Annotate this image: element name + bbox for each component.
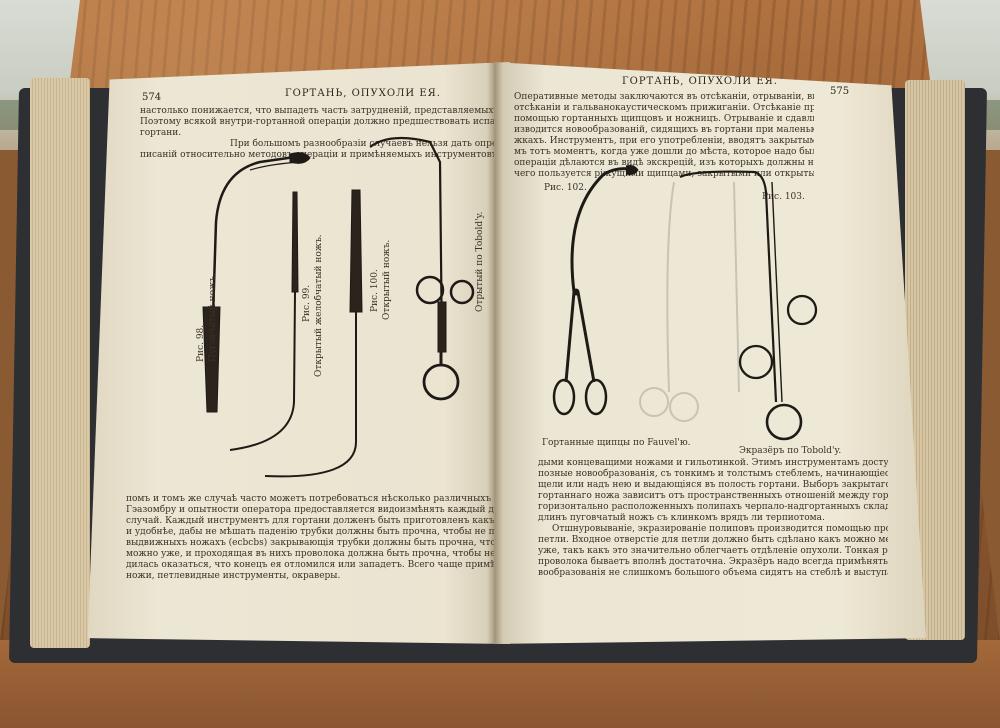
page-number: 574 — [142, 92, 162, 103]
left-page-stack — [30, 78, 90, 648]
text-line: и удобнѣе, дабы не мѣшать паденію трубки… — [126, 527, 506, 537]
text-line: проволока бываетъ вполнѣ достаточна. Экр… — [538, 557, 888, 567]
text-line: Отшнуровываніе, экразированіе полиповъ п… — [552, 524, 888, 534]
text-line: дыми концеващими ножами и гильотинкой. Э… — [538, 458, 888, 468]
figure-number: Рис. 100. — [370, 269, 380, 312]
text-line: помощью гортанныхъ щипцовъ и ножницъ. От… — [514, 114, 814, 124]
text-line: гортани. — [140, 128, 182, 138]
text-line: ножи, петлевидные инструменты, окраверы. — [126, 571, 341, 581]
text-line: гортаннаго ножа зависитъ отъ пространств… — [538, 491, 888, 501]
text-line: дилась оказаться, что конецъ ея отломилс… — [126, 560, 506, 570]
text-line: щели или надъ нею и выдающіяся въ полост… — [538, 480, 888, 490]
text-line: операціи дѣлаются въ видѣ экскрецій, изъ… — [514, 158, 814, 168]
figure-label: Открытый ножъ. — [382, 239, 392, 320]
page-number: 575 — [830, 86, 850, 97]
left-page: 574 ГОРТАНЬ, ОПУХОЛИ ЕЯ. настолько пониж… — [87, 62, 510, 644]
text-line: выдвижныхъ ножахъ (ecbcbs) закрывающія т… — [126, 538, 506, 548]
probe-knife-illustration — [202, 152, 311, 413]
text-block: дыми концеващими ножами и гильотинкой. Э… — [538, 458, 888, 579]
text-line: вообразованія не слишкомъ большого объем… — [538, 568, 888, 578]
text-line: При большомъ разнообразіи случаевъ нельз… — [230, 139, 500, 149]
text-line: чего пользуется ріжущими щипцами, закрыт… — [514, 169, 814, 179]
tobold-knife-illustration — [369, 136, 475, 401]
figure-caption: Гортанные щипцы по Fauvel'ю. — [542, 438, 691, 448]
text-line: горизонтально расположенныхъ полипахъ че… — [538, 502, 888, 512]
text-line: жкахъ. Инструментъ, при его употребленіи… — [514, 136, 814, 146]
text-line: писаній относительно методовъ операціи и… — [140, 150, 500, 160]
text-line: изводится новообразованій, сидящихъ въ г… — [514, 125, 814, 135]
figure-number: Рис. 99. — [302, 284, 312, 322]
text-block: помъ и томъ же случаѣ часто можетъ потре… — [126, 494, 506, 582]
text-line: петли. Входное отверстіе для петли должн… — [538, 535, 888, 545]
show-through-ghost-image — [639, 181, 740, 422]
text-line: Оперативные методы заключаются въ отсѣка… — [514, 92, 814, 102]
text-line: можно уже, и проходящая въ нихъ проволок… — [126, 549, 496, 559]
text-line: уже, такъ какъ это значительно облегчает… — [538, 546, 888, 556]
text-line: Поэтому всякой внутри-гортанной операціи… — [140, 117, 500, 127]
figure-number: Рис. 98. — [196, 324, 206, 362]
instrument-illustrations — [202, 136, 475, 478]
book-spine-gutter — [487, 62, 503, 644]
text-block: настолько понижается, что выпадеть часть… — [140, 106, 500, 161]
running-head: ГОРТАНЬ, ОПУХОЛИ ЕЯ. — [622, 76, 778, 87]
figure-label: Открытый желобчатый ножъ. — [314, 234, 324, 377]
figure-caption: Экразёръ по Tobold'y. — [739, 446, 842, 456]
text-line: Гэазомбру и опытности оператора предоста… — [126, 505, 506, 515]
text-line: настолько понижается, что выпадеть часть… — [140, 106, 500, 116]
open-knife-illustration — [264, 189, 363, 478]
text-line: мъ тотъ моментъ, когда уже дошли до мѣст… — [514, 147, 814, 157]
text-line: длинъ пуговчатый ножъ съ клинкомъ врядъ … — [538, 513, 825, 523]
fauvel-forceps-illustration — [552, 165, 639, 416]
figure-number: Рис. 102. — [544, 183, 587, 193]
text-line: отсѣканіи и гальванокаустическомъ прижиг… — [514, 103, 814, 113]
figure-number: Рис. 103. — [762, 192, 805, 202]
text-line: помъ и томъ же случаѣ часто можетъ потре… — [126, 494, 506, 504]
figure-label: Пуговчатый ножъ. — [208, 273, 218, 362]
instrument-illustrations — [552, 165, 818, 441]
tobold-ecraseur-illustration — [679, 170, 818, 441]
text-block: Оперативные методы заключаются въ отсѣка… — [514, 92, 814, 180]
right-page: ГОРТАНЬ, ОПУХОЛИ ЕЯ. 575 Оперативные мет… — [494, 62, 926, 644]
running-head: ГОРТАНЬ, ОПУХОЛИ ЕЯ. — [285, 88, 441, 99]
figure-label: Отрытый по Tobold'y. — [475, 211, 485, 312]
grooved-knife-illustration — [229, 191, 299, 451]
text-line: случай. Каждый инструментъ для гортани д… — [126, 516, 506, 526]
text-line: позные новообразованія, съ тонкимъ и тол… — [538, 469, 888, 479]
